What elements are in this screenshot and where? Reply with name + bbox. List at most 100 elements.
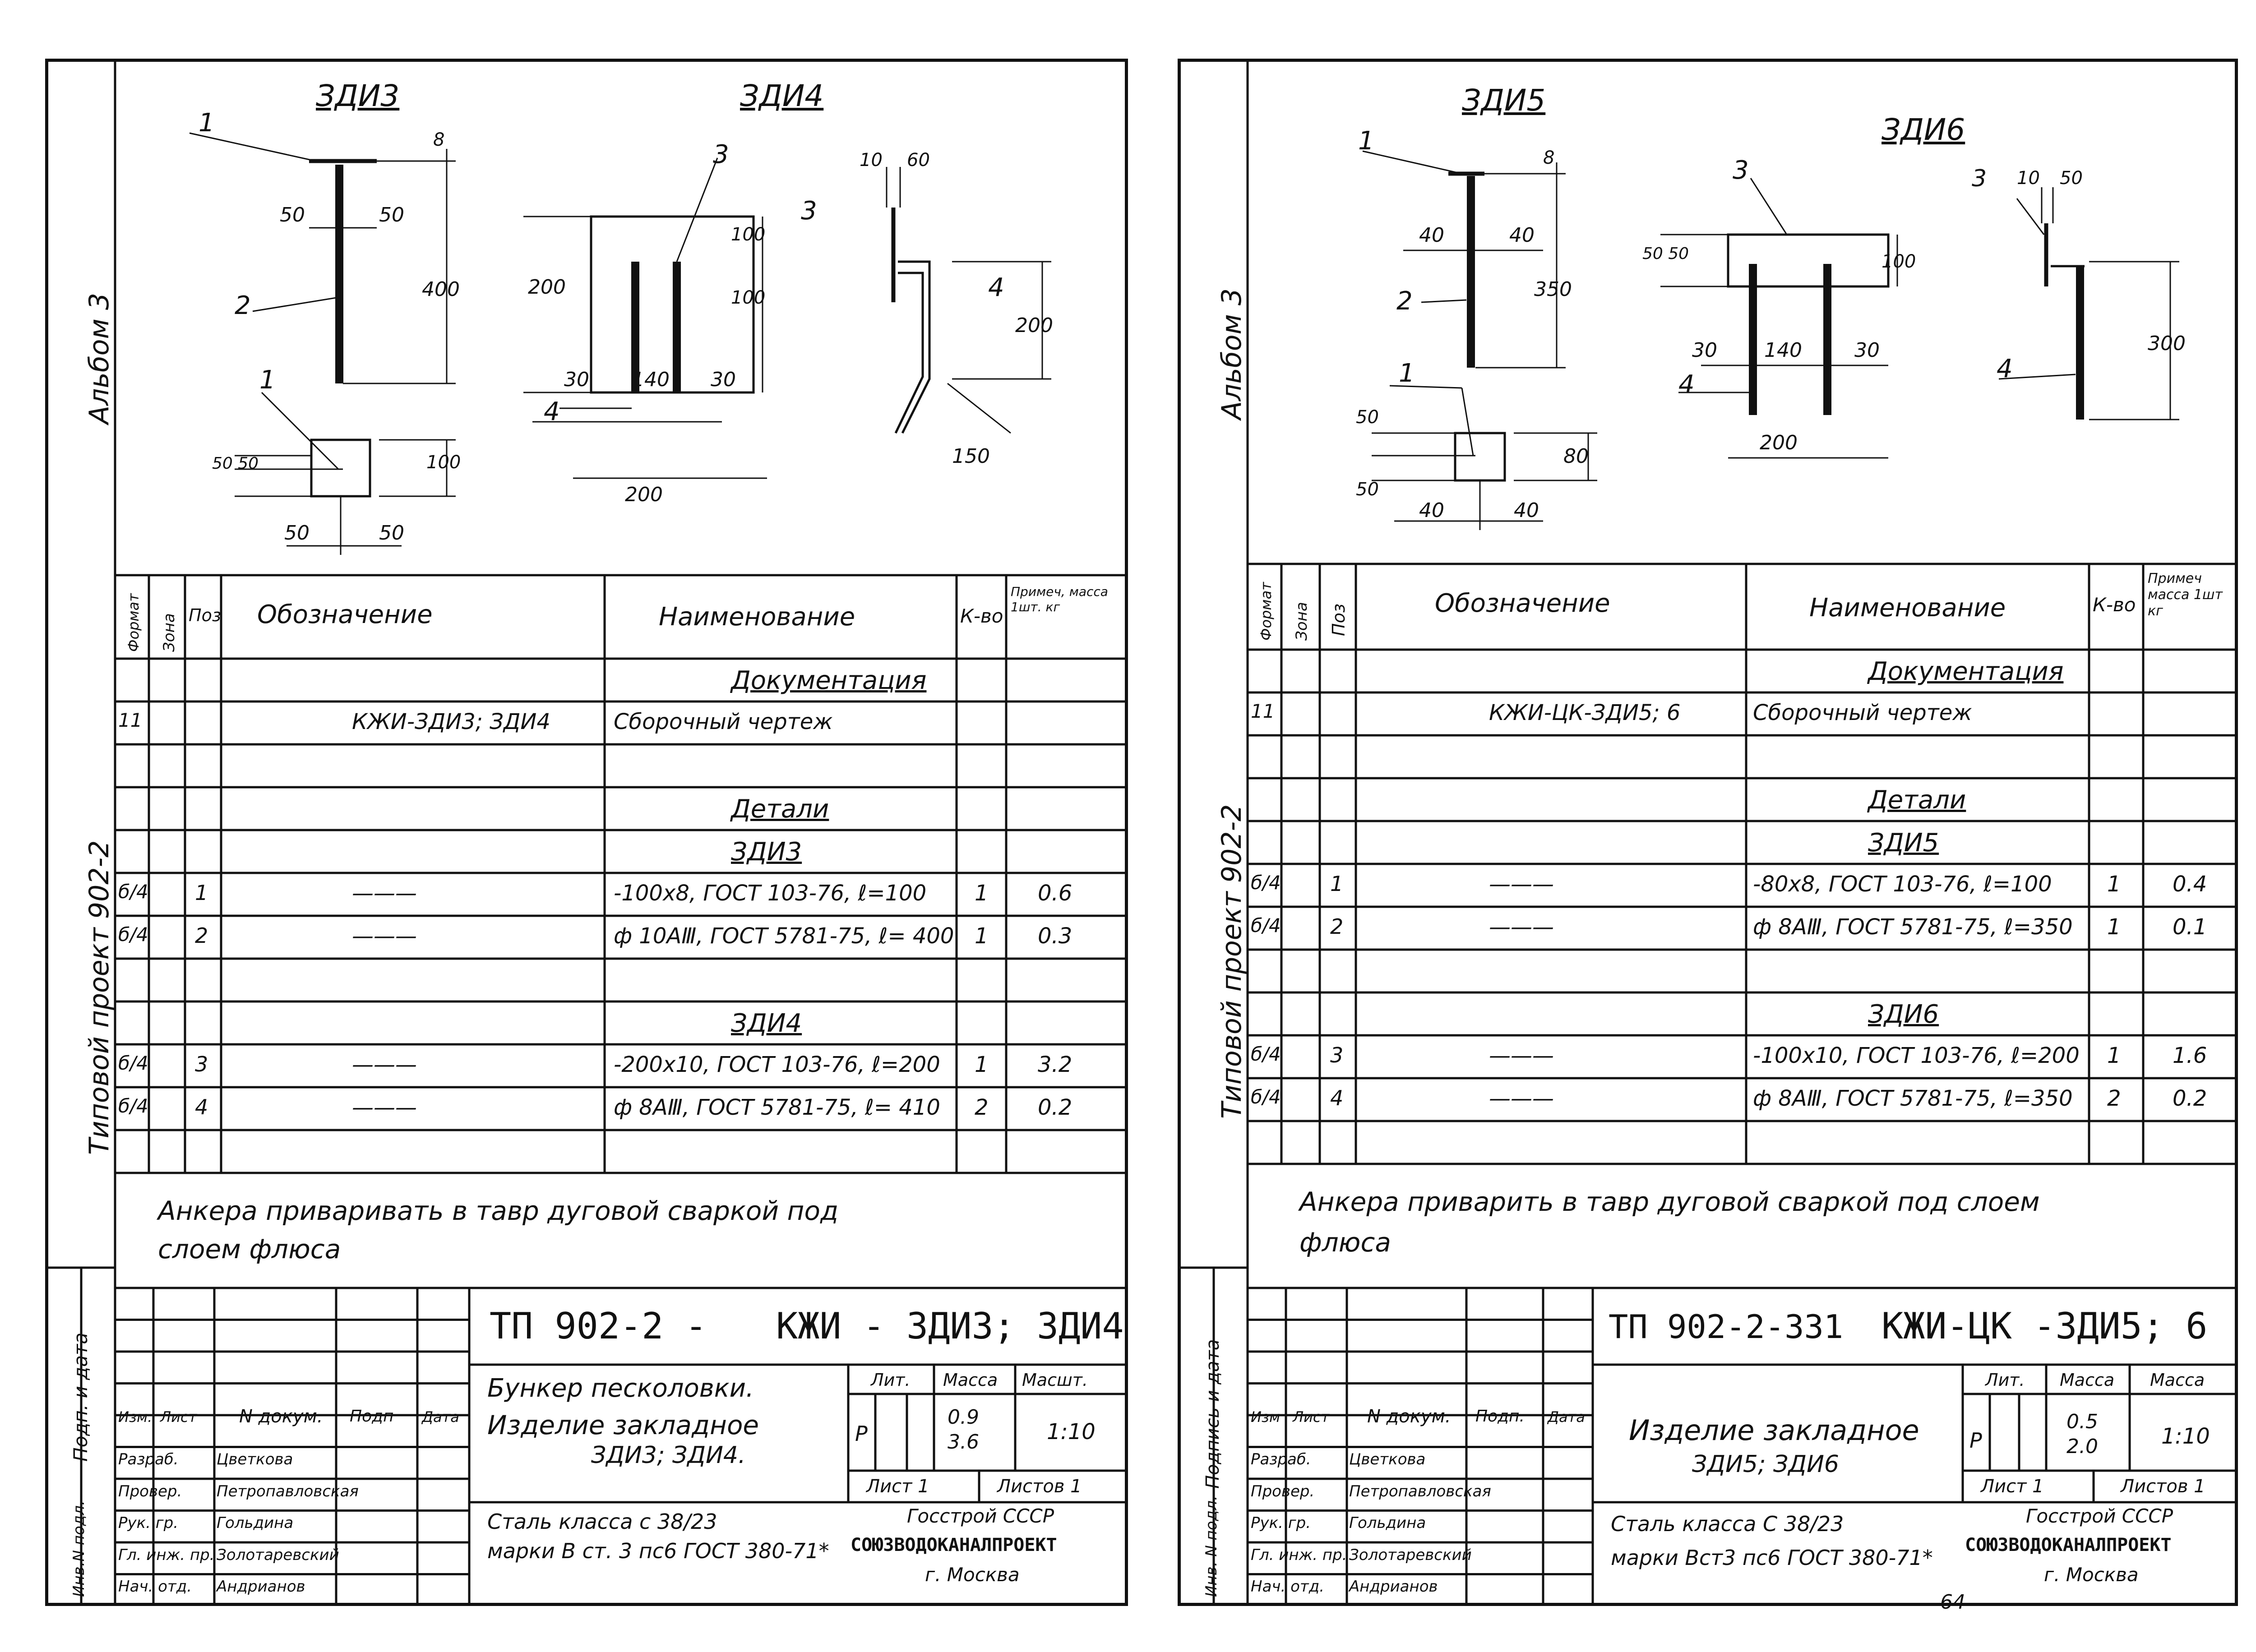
dim: 4 bbox=[1997, 354, 2013, 383]
hdr-note: Примеч, масса 1шт. кг bbox=[1011, 584, 1108, 614]
col-izm: Изм bbox=[1251, 1408, 1281, 1426]
note-line-2: слоем флюса bbox=[158, 1234, 341, 1264]
table-cell: 4 bbox=[1330, 1085, 1344, 1110]
stamp-org3: г. Москва bbox=[925, 1564, 1020, 1586]
table-cell: б/4 bbox=[1251, 1085, 1281, 1108]
dim: 200 bbox=[1015, 314, 1053, 337]
table-cell: КЖИ-ЗДИ3; ЗДИ4 bbox=[352, 709, 550, 734]
table-cell: ——— bbox=[1489, 871, 1554, 897]
table-cell: Документация bbox=[1868, 656, 2064, 686]
hdr-name: Наименование bbox=[1809, 593, 2006, 623]
album-label: Альбом 3 bbox=[1216, 288, 1248, 420]
table-cell: Золотаревский bbox=[1349, 1546, 1472, 1564]
hdr-zone: Зона bbox=[160, 613, 178, 652]
table-cell: б/4 bbox=[1251, 914, 1281, 937]
dim: 300 bbox=[2148, 332, 2186, 355]
stamp-mass-val1: 0.5 bbox=[2066, 1410, 2098, 1433]
dim: 80 bbox=[1563, 445, 1589, 468]
page-number: 64 bbox=[1940, 1591, 1965, 1614]
dim: 1 bbox=[1399, 359, 1415, 388]
stamp-item1: Изделие закладное bbox=[1629, 1414, 1919, 1447]
table-cell: 0.4 bbox=[2173, 871, 2207, 897]
table-cell: 0.2 bbox=[1038, 1094, 1073, 1120]
dim: 30 bbox=[711, 368, 736, 391]
table-cell: КЖИ-ЦК-ЗДИ5; 6 bbox=[1489, 700, 1681, 725]
dim: 100 bbox=[731, 287, 766, 308]
table-cell: Андрианов bbox=[217, 1578, 305, 1596]
table-cell: ——— bbox=[352, 1052, 417, 1077]
table-cell: 0.6 bbox=[1038, 880, 1073, 906]
dim: 50 bbox=[379, 203, 404, 226]
stamp-org2: СОЮЗВОДОКАНАЛПРОЕКТ bbox=[851, 1535, 1057, 1555]
stamp-sheet: Лист 1 bbox=[1981, 1476, 2044, 1497]
table-cell: -100х8, ГОСТ 103-76, ℓ=100 bbox=[614, 880, 927, 906]
stamp-code2: КЖИ - ЗДИ3; ЗДИ4 bbox=[776, 1305, 1124, 1347]
table-cell: Гл. инж. пр. bbox=[118, 1546, 215, 1564]
dim: 50 bbox=[1356, 479, 1379, 500]
table-cell: Цветкова bbox=[1349, 1450, 1426, 1469]
table-cell: 1 bbox=[1330, 871, 1344, 896]
table-cell: Гл. инж. пр. bbox=[1251, 1546, 1347, 1564]
table-cell: 11 bbox=[118, 709, 143, 731]
title-zdi5: ЗДИ5 bbox=[1462, 83, 1546, 118]
table-cell: б/4 bbox=[1251, 1043, 1281, 1065]
dim: 200 bbox=[1760, 431, 1798, 454]
col-sign: Подп. bbox=[1475, 1407, 1525, 1426]
table-cell: б/4 bbox=[118, 880, 148, 903]
dim: 4 bbox=[1678, 370, 1695, 399]
stamp-lit-val: Р bbox=[1969, 1428, 1982, 1453]
table-cell: 1 bbox=[975, 880, 989, 906]
hdr-name: Наименование bbox=[659, 602, 855, 632]
stamp-steel1: Сталь класса С 38/23 bbox=[1611, 1512, 1844, 1536]
dim: 50 bbox=[284, 521, 310, 545]
col-date: Дата bbox=[422, 1408, 459, 1426]
stamp-org1: Госстрой СССР bbox=[2026, 1505, 2173, 1527]
table-cell: ф 10АⅢ, ГОСТ 5781-75, ℓ= 400 bbox=[614, 923, 954, 949]
dim: 1 bbox=[259, 365, 276, 395]
col-list: Лист bbox=[1293, 1408, 1330, 1426]
dim: 30 bbox=[1692, 339, 1717, 362]
side-inv: Инв.N подл. bbox=[70, 1500, 88, 1597]
dim: 8 bbox=[1543, 148, 1555, 168]
table-cell: б/4 bbox=[118, 1094, 148, 1117]
dim: 3 bbox=[1733, 156, 1749, 185]
stamp-mass: Масса bbox=[2060, 1370, 2115, 1390]
table-cell: ЗДИ4 bbox=[731, 1008, 802, 1038]
stamp-sheet: Лист 1 bbox=[866, 1476, 929, 1497]
hdr-qty: К-во bbox=[2093, 594, 2136, 616]
col-sign: Подп bbox=[350, 1407, 394, 1426]
table-cell: Разраб. bbox=[1251, 1450, 1311, 1469]
note-line-2: флюса bbox=[1299, 1227, 1391, 1258]
stamp-scale-val: 1:10 bbox=[2161, 1424, 2210, 1449]
table-cell: ——— bbox=[1489, 1085, 1554, 1111]
col-izm: Изм. bbox=[118, 1408, 153, 1426]
col-list: Лист bbox=[160, 1408, 197, 1426]
project-label: Типовой проект 902-2 bbox=[1216, 804, 1248, 1119]
dim: 3 bbox=[1972, 165, 1987, 192]
side-inv: Инв. N подл. bbox=[1202, 1495, 1220, 1597]
table-cell: Нач. отд. bbox=[1251, 1578, 1325, 1596]
dim: 4 bbox=[544, 397, 560, 426]
dim: 50 bbox=[1356, 407, 1379, 428]
table-cell: Разраб. bbox=[118, 1450, 179, 1469]
table-cell: Нач. отд. bbox=[118, 1578, 192, 1596]
dim: 40 bbox=[1419, 224, 1444, 247]
dim: 1 bbox=[1358, 126, 1374, 156]
dim: 3 bbox=[713, 140, 729, 169]
stamp-sheets: Листов 1 bbox=[997, 1476, 1082, 1497]
table-cell: Детали bbox=[1868, 785, 1966, 815]
table-cell: Гольдина bbox=[217, 1514, 294, 1532]
table-cell: 2 bbox=[1330, 914, 1344, 939]
dim: 50 50 bbox=[1642, 245, 1689, 263]
table-cell: ф 8АⅢ, ГОСТ 5781-75, ℓ=350 bbox=[1753, 1085, 2073, 1111]
table-cell: 3.2 bbox=[1038, 1052, 1073, 1077]
table-cell: б/4 bbox=[118, 1052, 148, 1074]
table-cell: Сборочный чертеж bbox=[1753, 700, 1972, 725]
dim: 2 bbox=[235, 291, 251, 320]
dim: 50 bbox=[2060, 168, 2083, 189]
dim: 2 bbox=[1396, 286, 1413, 316]
table-cell: 1 bbox=[2107, 1043, 2121, 1068]
right-sheet bbox=[1178, 59, 2238, 1606]
dim: 100 bbox=[1882, 251, 1916, 272]
table-cell: Сборочный чертеж bbox=[614, 709, 833, 734]
